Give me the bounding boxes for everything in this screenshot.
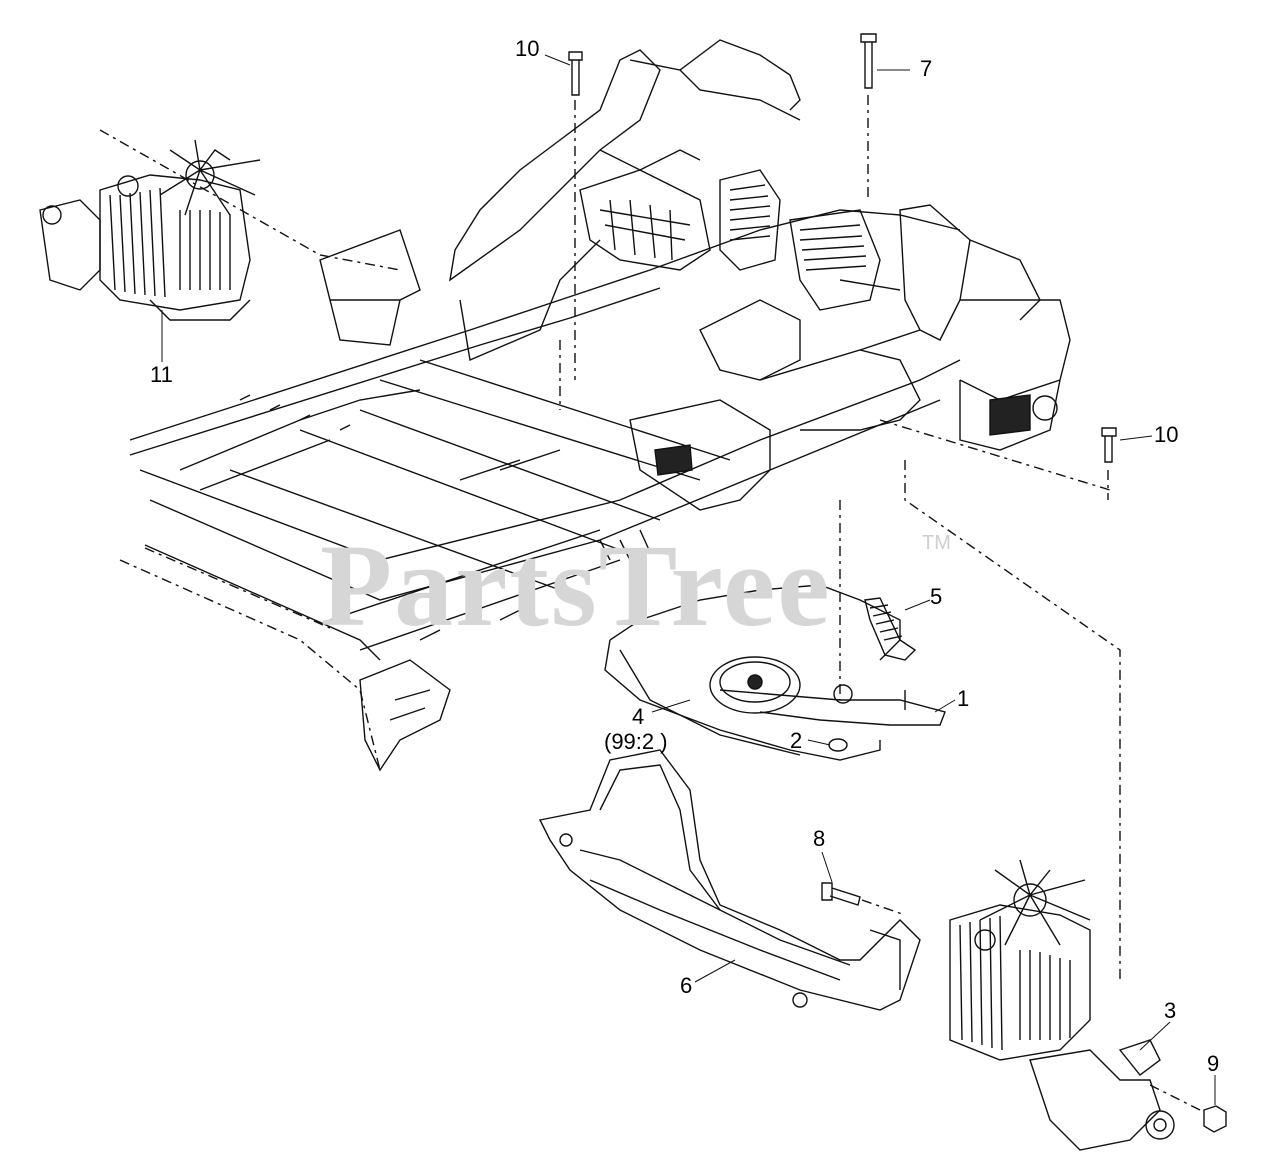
callout-4: 4 [632, 704, 645, 729]
idler-pulley-assembly [709, 656, 946, 726]
bolt-item-8 [821, 882, 906, 916]
callout-10-top: 10 [515, 36, 540, 61]
callout-11: 11 [150, 362, 173, 387]
cooling-fan-left [159, 139, 261, 216]
drive-belt [604, 584, 901, 761]
callout-10-right: 10 [1154, 422, 1179, 447]
callout-8: 8 [813, 826, 826, 851]
bolt-item-10-top [568, 51, 583, 380]
callout-9: 9 [1207, 1051, 1220, 1076]
nut-item-2 [828, 738, 848, 752]
callout-2: 2 [790, 728, 803, 753]
callout-3: 3 [1164, 998, 1177, 1023]
callout-7: 7 [920, 56, 933, 81]
nut-item-9 [1149, 1084, 1227, 1133]
trademark-symbol: TM [922, 532, 951, 554]
callout-5: 5 [930, 584, 943, 609]
bolt-item-10-right [1101, 427, 1117, 500]
bolt-item-7 [860, 33, 877, 200]
partstree-watermark: PartsTree [320, 520, 832, 651]
callout-1: 1 [957, 686, 970, 711]
frame-cross-bracket [538, 749, 921, 1011]
left-transaxle-assembly [39, 129, 401, 321]
callout-leaders [161, 54, 1216, 1105]
callout-6: 6 [680, 973, 693, 998]
chassis-frame [119, 39, 1121, 980]
cooling-fan-right [979, 859, 1091, 946]
right-transaxle-assembly [949, 859, 1175, 1151]
idler-spring [864, 597, 917, 661]
callout-4-quantity: (99:2 ) [604, 729, 668, 754]
